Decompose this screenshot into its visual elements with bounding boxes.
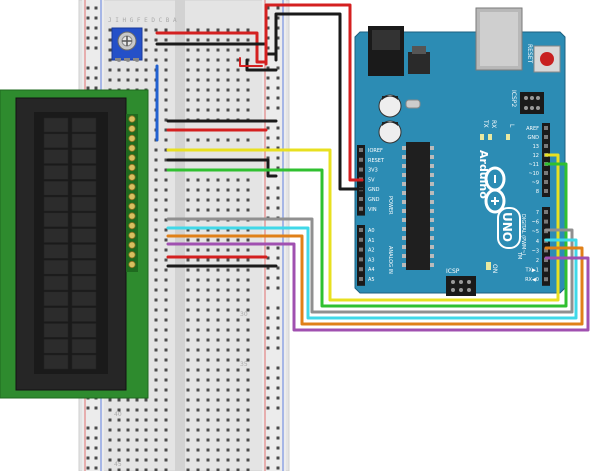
arduino-model: UNO — [500, 212, 514, 242]
pin-label: RX◀0 — [525, 277, 539, 283]
wire-cyan-d5-d4 — [166, 226, 578, 320]
arduino-logo — [484, 166, 506, 214]
pin-label: ~9 — [532, 180, 539, 186]
pin-label: 2 — [536, 258, 539, 264]
analog-header-label: ANALOG IN — [387, 246, 393, 274]
pin-label: ~10 — [528, 171, 539, 177]
digital-header-bottom: 7 ~6 ~5 4 ~3 2TX▶1RX◀0 — [524, 207, 550, 286]
rx-label: RX — [490, 120, 497, 128]
digital-header-label: DIGITAL (PWM~) — [520, 214, 526, 256]
pin-label: ~3 — [532, 248, 539, 254]
lcd-pin-header — [126, 114, 138, 272]
wire-gray-d4-d5 — [166, 217, 574, 314]
icsp-label: ICSP — [446, 268, 460, 275]
breadboard-row-number: 30 — [240, 311, 248, 318]
pin-label: A1 — [368, 238, 375, 244]
pin-label: 13 — [533, 144, 539, 150]
arduino-brand: Arduino — [477, 150, 490, 199]
wire-orange-d6-d3 — [166, 234, 584, 326]
pin-label: GND — [368, 197, 380, 203]
tx-label: TX — [482, 119, 489, 128]
icsp2-label: ICSP2 — [510, 90, 517, 107]
wire-green-e-d11 — [166, 162, 568, 308]
pin-label: 3V3 — [368, 168, 378, 174]
potentiometer — [111, 27, 143, 61]
lcd-character-cells — [43, 117, 97, 370]
wire-black-rail — [245, 58, 278, 72]
pin-label: 7 — [536, 210, 539, 216]
pin-label: 8 — [536, 189, 539, 195]
pin-label: AREF — [526, 126, 539, 132]
wire-red-arduino-5v — [264, 3, 364, 182]
breadboard-row-number: 40 — [114, 411, 122, 418]
power-header-label: POWER — [387, 196, 393, 215]
pin-label: GND — [368, 187, 380, 193]
pin-label: RESET — [368, 158, 385, 164]
breadboard-row-number: 35 — [240, 361, 248, 368]
wire-red-rail — [239, 57, 263, 67]
wire-purple-d7-d2 — [166, 242, 590, 332]
reset-button[interactable] — [533, 45, 561, 73]
pin-label: IOREF — [368, 148, 383, 154]
pin-label: ~6 — [532, 220, 539, 226]
breadboard-column-letters: J I H G F E D C B A — [108, 17, 177, 24]
wire-black-lcd-rw — [166, 158, 278, 178]
lcd-module — [0, 89, 149, 399]
icsp-header — [446, 276, 476, 296]
atmega-chip — [406, 142, 430, 270]
wire-black-arduino-gnd — [274, 12, 364, 191]
pin-label: ~5 — [532, 229, 539, 235]
pin-label: A4 — [368, 267, 375, 273]
pin-label: 4 — [536, 239, 539, 245]
pin-label: A2 — [368, 248, 375, 254]
pin-label: VIN — [368, 207, 377, 213]
l-led-label: L — [508, 124, 515, 128]
pin-label: A3 — [368, 257, 375, 263]
pin-label: 5V — [368, 177, 375, 183]
pin-label: TX▶1 — [524, 268, 539, 274]
on-label: ON — [491, 264, 498, 273]
wire-yellow-rs-d12 — [166, 148, 560, 302]
arduino-tm: TM — [516, 251, 522, 259]
arduino-uno: RESET ICSP2 TX RX L Arduino UNO TM — [354, 7, 566, 296]
pin-label: GND — [528, 135, 540, 141]
jumper-wires — [155, 3, 590, 332]
pin-label: A0 — [368, 228, 375, 234]
breadboard-row-number: 45 — [114, 461, 122, 468]
icsp2-header — [520, 92, 544, 114]
pin-label: 12 — [533, 153, 539, 159]
reset-label: RESET — [526, 44, 533, 64]
wire-red-pot-5v — [155, 31, 268, 64]
pin-label: A5 — [368, 277, 375, 283]
pin-label: ~11 — [528, 162, 539, 168]
